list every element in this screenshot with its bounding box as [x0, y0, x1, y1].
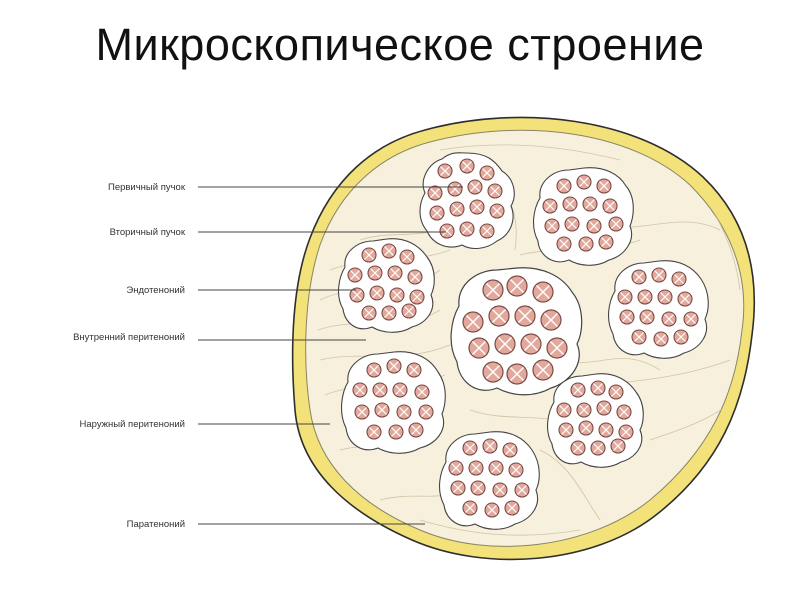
- secondary-bundle: [534, 168, 634, 266]
- label-primary-bundle: Первичный пучок: [108, 182, 186, 193]
- secondary-bundle: [339, 239, 435, 333]
- secondary-bundle: [609, 261, 709, 359]
- secondary-bundle: [342, 352, 446, 454]
- label-secondary-bundle: Вторичный пучок: [110, 227, 186, 238]
- label-external-peritenon: Наружный перитеноний: [80, 419, 186, 430]
- label-endotenon: Эндотеноний: [126, 285, 185, 296]
- label-paratenon: Паратеноний: [127, 519, 185, 530]
- secondary-bundle: [451, 268, 582, 395]
- secondary-bundle: [440, 432, 540, 530]
- label-internal-peritenon: Внутренний перитеноний: [73, 332, 185, 343]
- secondary-bundle: [548, 374, 644, 468]
